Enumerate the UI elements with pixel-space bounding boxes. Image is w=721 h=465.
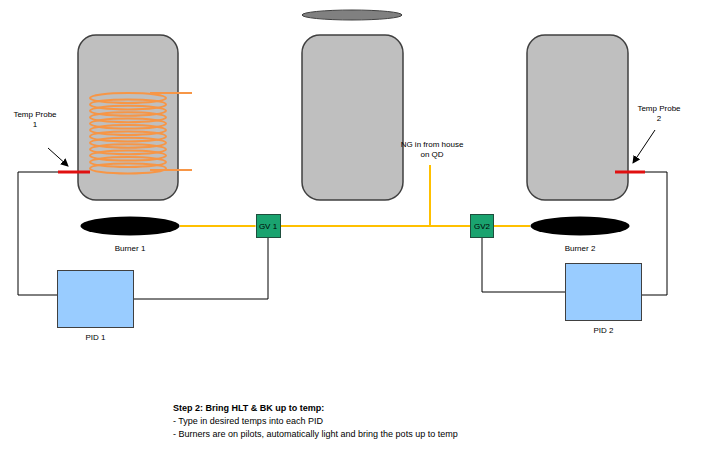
probe-label: Temp Probe 1: [12, 110, 58, 130]
bk-pot: [527, 35, 628, 200]
step-note: Step 2: Bring HLT & BK up to temp:: [173, 402, 324, 414]
probe-wire: [18, 172, 58, 173]
leader-arrow: [633, 130, 655, 163]
node-label: Burner 2: [510, 244, 650, 253]
burner: Burner 2: [530, 216, 630, 236]
pid-controller: PID 2: [565, 263, 642, 321]
pid-controller: PID 1: [57, 270, 134, 328]
step-note: - Burners are on pilots, automatically l…: [173, 428, 458, 440]
node-label: Burner 1: [60, 244, 200, 253]
mash-tun-pot: [302, 35, 403, 200]
step-note: - Type in desired temps into each PID: [173, 415, 323, 427]
gas-line: [180, 225, 256, 227]
burner-shape: [530, 216, 630, 236]
probe-wire: [18, 172, 57, 295]
control-wire: [482, 238, 565, 292]
temp-probe: [615, 171, 645, 174]
hlt-pot: [78, 35, 178, 200]
node-label: PID 2: [546, 326, 661, 335]
probe-label: Temp Probe 2: [636, 104, 682, 124]
burner: Burner 1: [80, 216, 180, 236]
gas-supply-line: [429, 165, 431, 226]
leader-arrow: [48, 148, 68, 166]
node-text: GV2: [471, 222, 493, 231]
pot-lid: [302, 10, 402, 20]
gas-valve: GV 1: [256, 214, 281, 238]
node-label: PID 1: [38, 333, 153, 342]
supply-label: NG in from house on QD: [400, 140, 464, 160]
burner-shape: [80, 216, 180, 236]
probe-wire: [642, 172, 667, 295]
gas-valve: GV2: [470, 214, 494, 238]
coil: [90, 93, 192, 173]
gas-line: [281, 225, 471, 227]
control-wire: [134, 238, 268, 299]
gas-line: [494, 225, 530, 227]
temp-probe: [58, 171, 90, 174]
node-text: GV 1: [257, 222, 280, 231]
